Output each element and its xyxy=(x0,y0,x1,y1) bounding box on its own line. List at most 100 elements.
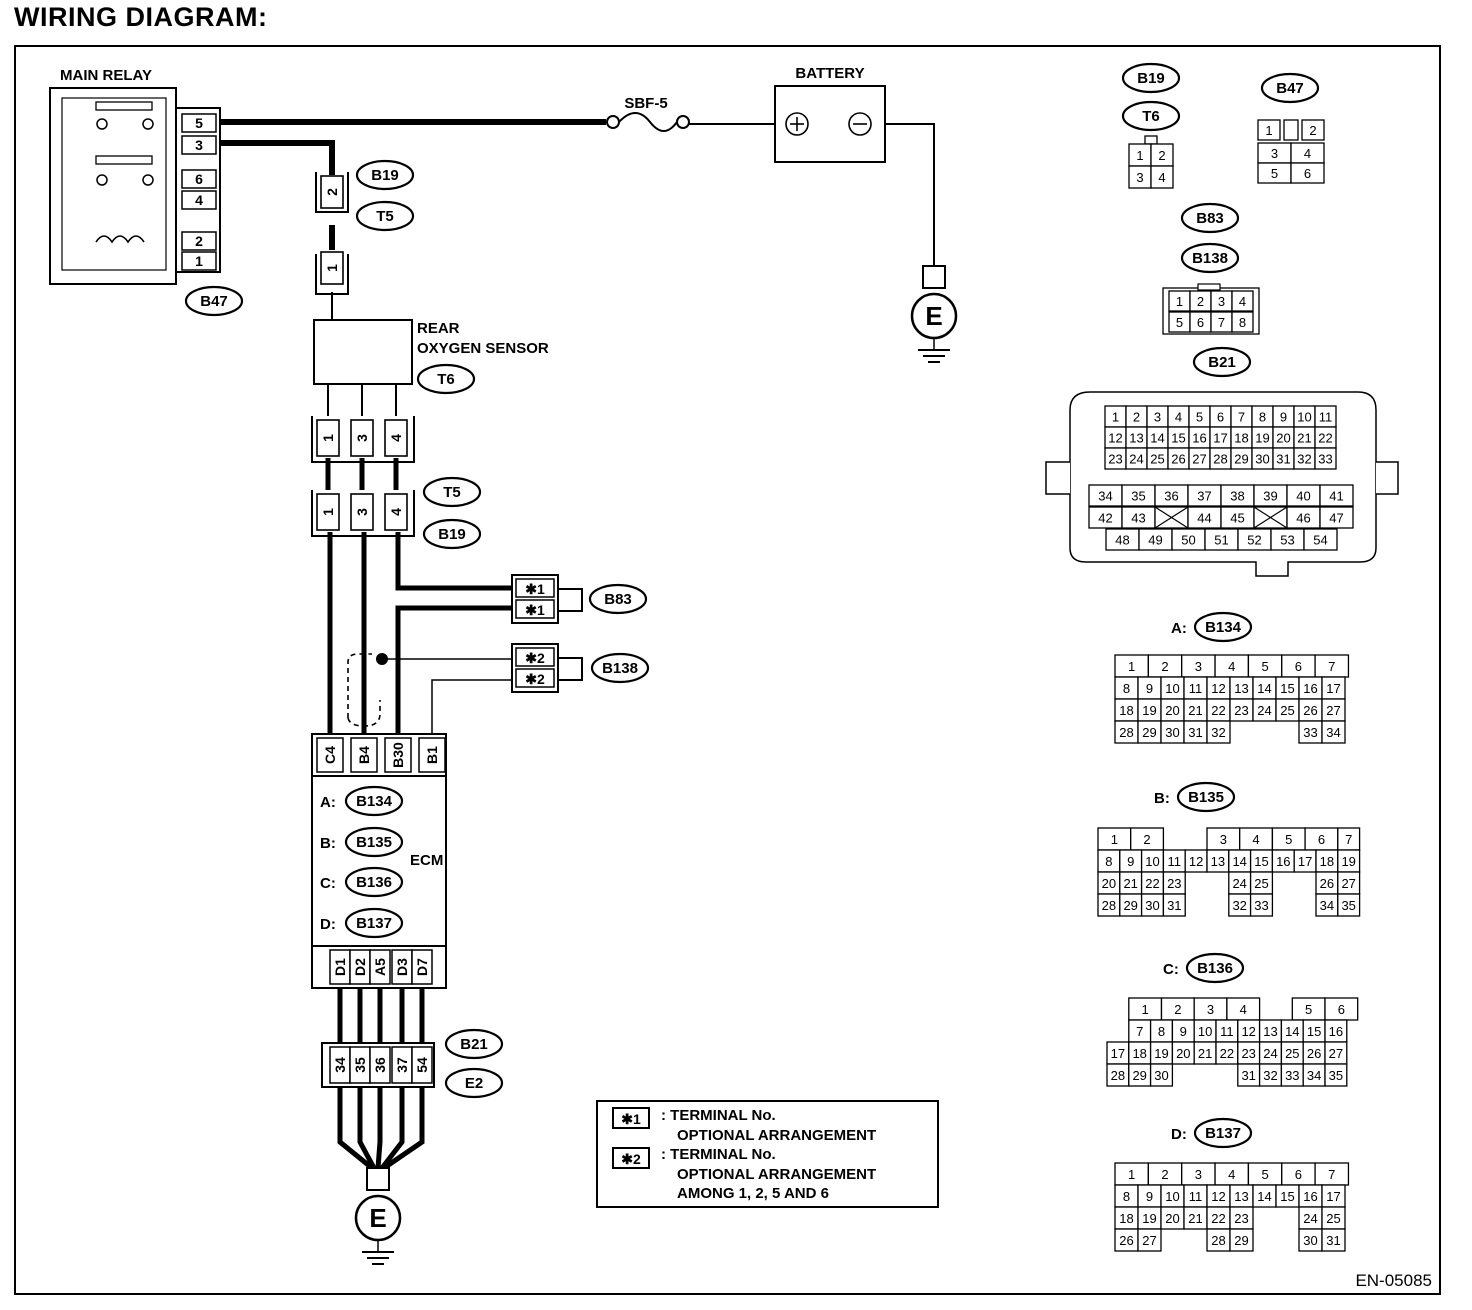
sensor-pin-1: 1 xyxy=(320,434,336,442)
view-prefix-c: C: xyxy=(1163,961,1179,978)
pin-28: 28 xyxy=(1213,452,1227,467)
pin-32: 32 xyxy=(1263,1068,1277,1083)
pin-22: 22 xyxy=(1318,431,1332,446)
pin-14: 14 xyxy=(1150,431,1164,446)
optional-connectors: ✱1✱1✱2✱2 xyxy=(511,574,583,693)
view-prefix-b: B: xyxy=(1154,790,1170,807)
pin-11: 11 xyxy=(1189,1189,1203,1204)
connector-tag-b137: B137 xyxy=(344,907,404,939)
pin-32: 32 xyxy=(1211,725,1225,740)
ecm-pin-cell xyxy=(384,737,412,773)
pin-23: 23 xyxy=(1167,876,1181,891)
pin-30: 30 xyxy=(1145,898,1159,913)
ground-stub xyxy=(366,1167,390,1191)
connector-tag-b138: B138 xyxy=(1180,242,1240,274)
pin-cell xyxy=(316,493,340,531)
connector-housing xyxy=(311,416,415,463)
pin-20: 20 xyxy=(1165,703,1179,718)
pin-6: 6 xyxy=(1295,659,1302,674)
pin-47: 47 xyxy=(1329,511,1343,526)
connector-tag-t5: T5 xyxy=(422,476,482,508)
pin-33: 33 xyxy=(1303,725,1317,740)
pin-49: 49 xyxy=(1148,533,1162,548)
connector-tag-t6: T6 xyxy=(416,363,476,395)
relay-terminal-box xyxy=(181,113,217,133)
pin-41: 41 xyxy=(1329,489,1343,504)
pin-16: 16 xyxy=(1303,681,1317,696)
pin-27: 27 xyxy=(1329,1046,1343,1061)
pin-3: 3 xyxy=(1207,1002,1214,1017)
b21-tab-left xyxy=(1045,461,1070,495)
pin-cell xyxy=(1231,311,1254,333)
tag-label-b138: B138 xyxy=(1192,250,1228,267)
pin-1: 1 xyxy=(1136,148,1143,163)
sensor-pin-1: 1 xyxy=(320,508,336,516)
pin-5: 5 xyxy=(1261,659,1268,674)
connector-tag-b135: B135 xyxy=(1176,781,1236,813)
pin-6: 6 xyxy=(1318,832,1325,847)
pin-24: 24 xyxy=(1303,1211,1317,1226)
pin-24: 24 xyxy=(1257,703,1271,718)
pin-7: 7 xyxy=(1218,315,1225,330)
opt-pin-mark: ✱1 xyxy=(525,602,545,618)
pin-14: 14 xyxy=(1285,1024,1299,1039)
pin-18: 18 xyxy=(1119,1211,1133,1226)
pin-39: 39 xyxy=(1263,489,1277,504)
pin-27: 27 xyxy=(1341,876,1355,891)
pin-29: 29 xyxy=(1234,1233,1248,1248)
ecm-pin-A5: A5 xyxy=(372,958,388,976)
pin-5: 5 xyxy=(1176,315,1183,330)
pin-2: 2 xyxy=(1143,832,1150,847)
pin-cell xyxy=(1162,893,1186,917)
pin-cell xyxy=(515,578,555,598)
legend-line-1: : TERMINAL No. xyxy=(661,1107,776,1124)
pin-31: 31 xyxy=(1241,1068,1255,1083)
pin-21: 21 xyxy=(1188,703,1202,718)
connector-tag-b21: B21 xyxy=(1192,346,1252,378)
pin-cell xyxy=(1324,1063,1348,1087)
pin-32: 32 xyxy=(1232,898,1246,913)
pin-18: 18 xyxy=(1234,431,1248,446)
tag-label-b19: B19 xyxy=(371,167,399,184)
pin-3: 3 xyxy=(1271,146,1278,161)
pin-35: 35 xyxy=(1341,898,1355,913)
opt-connector-latch xyxy=(557,588,583,612)
ecm-prefix-a: A: xyxy=(320,794,336,811)
pin-42: 42 xyxy=(1098,511,1112,526)
pin-14: 14 xyxy=(1257,1189,1271,1204)
pin-cell xyxy=(1149,1063,1174,1087)
pin-16: 16 xyxy=(1303,1189,1317,1204)
tag-label-b138: B138 xyxy=(602,660,638,677)
pin-1: 1 xyxy=(1176,294,1183,309)
pin-5: 5 xyxy=(1196,410,1203,425)
pin-26: 26 xyxy=(1171,452,1185,467)
pin-8: 8 xyxy=(1123,1189,1130,1204)
connector-tag-b134: B134 xyxy=(344,785,404,817)
connector-tag-b83: B83 xyxy=(1180,202,1240,234)
pin-16: 16 xyxy=(1276,854,1290,869)
connector-latch xyxy=(1283,119,1299,141)
pin-cell xyxy=(1137,1228,1162,1252)
tag-ellipse xyxy=(588,583,648,615)
pin-19: 19 xyxy=(1255,431,1269,446)
tag-label-b136: B136 xyxy=(1197,960,1233,977)
pin-18: 18 xyxy=(1320,854,1334,869)
pin-15: 15 xyxy=(1307,1024,1321,1039)
pin-21: 21 xyxy=(1188,1211,1202,1226)
pin-28: 28 xyxy=(1111,1068,1125,1083)
sensor-pin-4: 4 xyxy=(388,508,404,516)
b21-pin-35: 35 xyxy=(352,1057,368,1073)
pin-24: 24 xyxy=(1232,876,1246,891)
pin-25: 25 xyxy=(1280,703,1294,718)
pin-9: 9 xyxy=(1127,854,1134,869)
tag-label-t6: T6 xyxy=(1142,108,1160,125)
pin-5: 5 xyxy=(1271,166,1278,181)
tag-ellipse xyxy=(416,363,476,395)
pin-4: 4 xyxy=(1175,410,1182,425)
ground-stub xyxy=(922,265,946,289)
pin-2: 2 xyxy=(324,188,340,196)
ecm-pin-B1: B1 xyxy=(424,746,440,764)
pin-23: 23 xyxy=(1234,703,1248,718)
pin-23: 23 xyxy=(1108,452,1122,467)
